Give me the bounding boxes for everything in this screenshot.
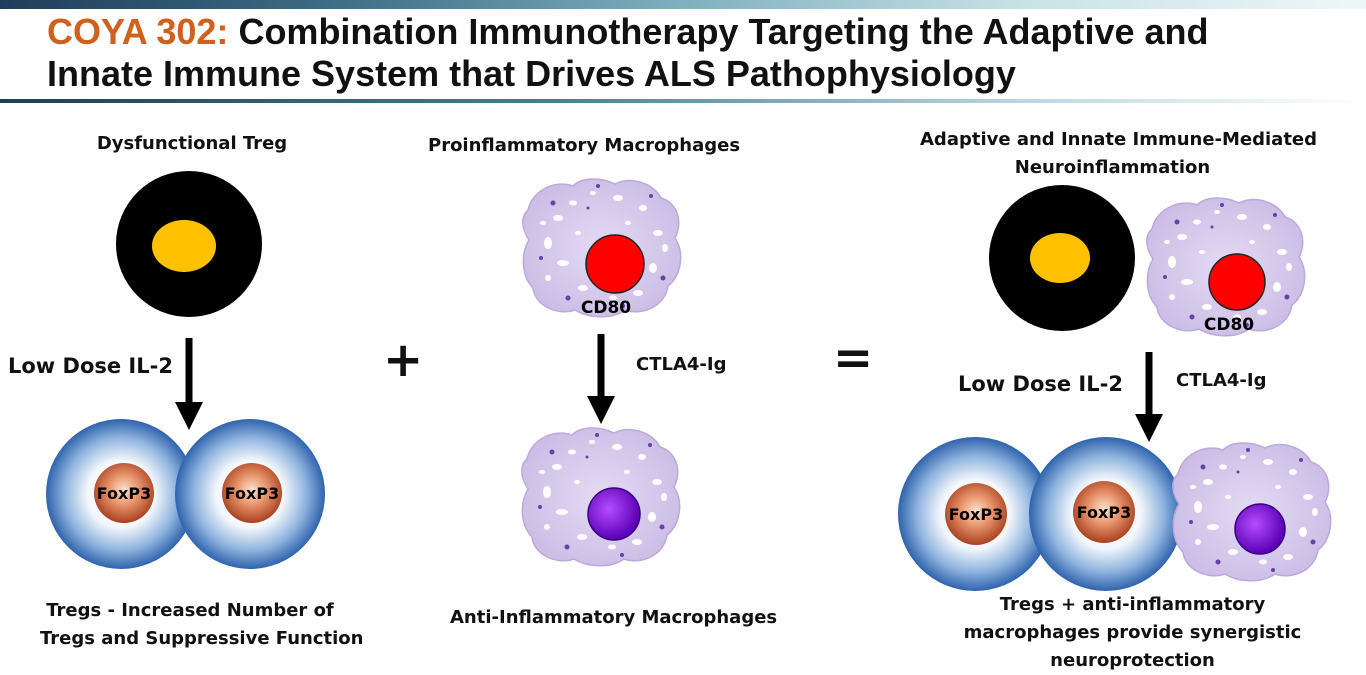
right-heading-line2: Neuroinflammation (1014, 157, 1211, 178)
slide-title: COYA 302: Combination Immunotherapy Targ… (47, 11, 1357, 95)
right-foxp3-core-2 (1073, 481, 1135, 543)
right-anti-inflammatory-nucleus (1234, 503, 1286, 555)
middle-heading: Proinflammatory Macrophages (428, 135, 741, 156)
right-foxp3-label-2: FoxP3 (1077, 503, 1131, 522)
plus-sign: + (383, 332, 424, 388)
right-caption-line3: neuroprotection (1050, 650, 1215, 671)
left-foxp3-label-2: FoxP3 (225, 484, 279, 503)
left-heading: Dysfunctional Treg (96, 133, 288, 154)
title-accent: COYA 302: (47, 11, 229, 52)
right-treg-nucleus (1030, 233, 1090, 283)
equals-sign: = (833, 330, 874, 386)
left-caption-line1: Tregs - Increased Number of (46, 600, 334, 621)
cd80-nucleus-middle (585, 234, 645, 294)
middle-cd80-label: CD80 (581, 298, 631, 318)
left-foxp3-label-1: FoxP3 (97, 484, 151, 503)
right-heading: Adaptive and Innate Immune-Mediated Neur… (920, 126, 1318, 182)
treg-nucleus (152, 220, 216, 272)
left-caption: Tregs - Increased Number of Tregs and Su… (40, 597, 364, 653)
right-cd80-nucleus (1208, 253, 1266, 311)
left-treatment-label: Low Dose IL-2 (8, 354, 173, 378)
right-treatment-a: Low Dose IL-2 (958, 372, 1123, 396)
right-caption-line2: macrophages provide synergistic (963, 622, 1302, 643)
middle-treatment-label: CTLA4-Ig (636, 354, 727, 375)
left-caption-line2: Tregs and Suppressive Function (40, 628, 364, 649)
right-cd80-label: CD80 (1204, 315, 1254, 335)
title-line1: Combination Immunotherapy Targeting the … (228, 11, 1209, 52)
right-treatment-b: CTLA4-Ig (1176, 370, 1267, 391)
middle-caption: Anti-Inflammatory Macrophages (450, 607, 778, 628)
right-caption: Tregs + anti-inflammatory macrophages pr… (940, 591, 1325, 675)
foxp3-core-2 (222, 463, 282, 523)
right-foxp3-label-1: FoxP3 (949, 505, 1003, 524)
title-underline (0, 99, 1366, 103)
foxp3-core-1 (94, 463, 154, 523)
right-heading-line1: Adaptive and Innate Immune-Mediated (920, 129, 1318, 150)
title-line2: Innate Immune System that Drives ALS Pat… (47, 53, 1016, 94)
right-foxp3-core-1 (945, 483, 1007, 545)
top-accent-bar (0, 0, 1366, 9)
anti-inflammatory-nucleus (587, 487, 641, 541)
right-caption-line1: Tregs + anti-inflammatory (999, 594, 1266, 615)
